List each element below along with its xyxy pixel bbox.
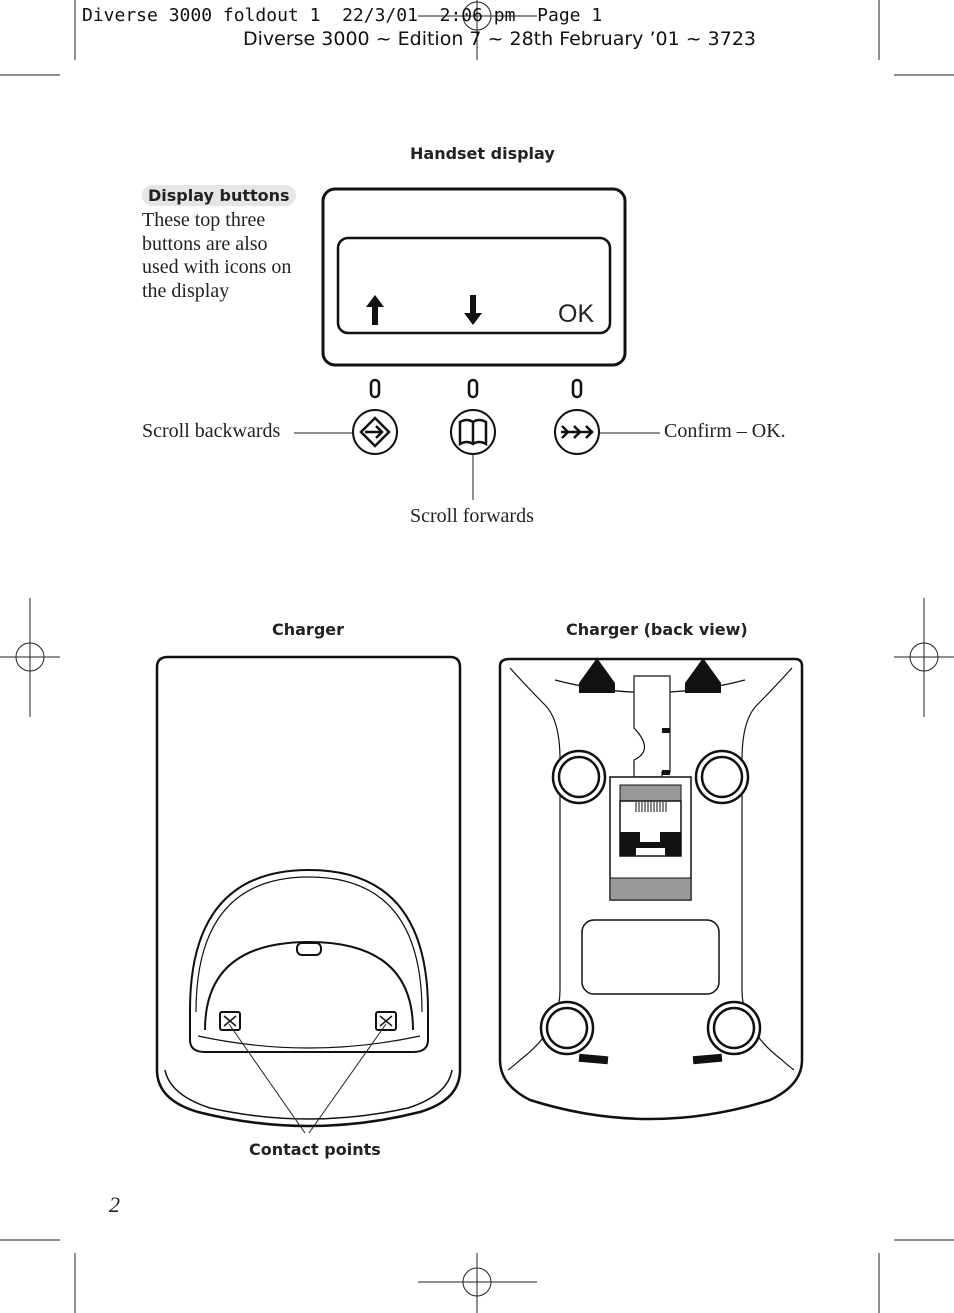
scroll-backwards-button <box>352 409 398 455</box>
down-arrow-icon <box>464 295 482 325</box>
telephone-socket <box>609 776 692 901</box>
display-buttons-badge: Display buttons <box>142 185 296 206</box>
contact-points-label: Contact points <box>249 1140 381 1159</box>
charger-front-illustration <box>155 655 462 1128</box>
foot-top-right <box>694 749 750 805</box>
charger-back-view-title: Charger (back view) <box>566 620 748 639</box>
label-recess <box>581 919 720 995</box>
leader-lines <box>294 432 660 500</box>
display-buttons-description: These top three buttons are also used wi… <box>142 209 292 302</box>
confirm-ok-label: Confirm – OK. <box>664 420 786 442</box>
button-indicators <box>369 378 583 399</box>
contact-point-right <box>375 1011 397 1031</box>
foot-bottom-left <box>539 1000 595 1056</box>
phonebook-button <box>450 409 496 455</box>
ok-icon: OK <box>558 300 595 328</box>
foot-bottom-right <box>706 1000 762 1056</box>
handset-display-title: Handset display <box>410 144 555 163</box>
print-slug-line: Diverse 3000 foldout 1 22/3/01 2:06 pm P… <box>82 5 603 26</box>
contact-point-left <box>219 1011 241 1031</box>
clip-left <box>579 658 615 693</box>
charger-back-illustration <box>498 657 804 1121</box>
confirm-button <box>554 409 600 455</box>
scroll-forwards-label: Scroll forwards <box>410 505 534 527</box>
page-number: 2 <box>109 1192 120 1217</box>
handset-buttons <box>352 409 600 455</box>
charger-title: Charger <box>272 620 345 639</box>
contact-points-leaders <box>228 1023 387 1134</box>
scroll-backwards-label: Scroll backwards <box>142 420 281 442</box>
up-arrow-icon <box>366 295 384 325</box>
handset-display-illustration <box>321 187 627 367</box>
display-screen <box>336 236 612 335</box>
edition-line: Diverse 3000 ~ Edition 7 ~ 28th February… <box>243 28 757 50</box>
clip-right <box>685 658 721 693</box>
foot-top-left <box>551 749 607 805</box>
